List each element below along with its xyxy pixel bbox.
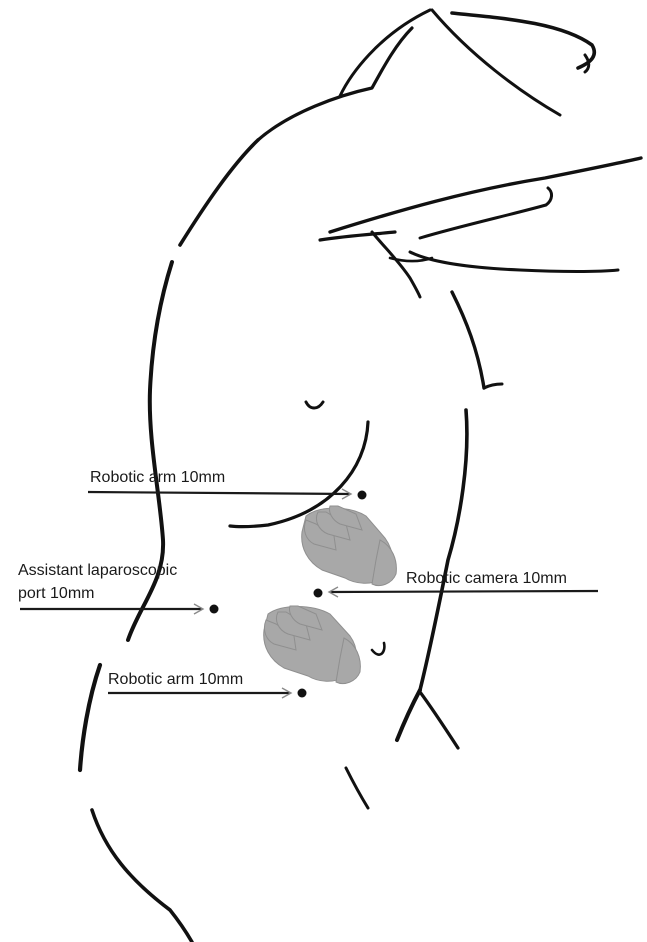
left-flank-upper	[180, 140, 258, 245]
label-robotic-arm-lower: Robotic arm 10mm	[108, 671, 243, 688]
chest-fold-outline	[410, 252, 618, 272]
navel-mark	[372, 643, 384, 655]
left-hip-outline	[92, 810, 192, 942]
right-side-notch	[484, 384, 502, 388]
port-assistant-laparoscopic	[210, 605, 219, 614]
label-robotic-camera: Robotic camera 10mm	[406, 570, 567, 587]
right-side-mid	[420, 410, 467, 690]
upper-arm-outline	[258, 28, 412, 140]
upper-arm-top-outline	[340, 10, 430, 96]
leader-robotic-arm-lower	[108, 688, 291, 698]
label-assistant-port-line1: Assistant laparoscopic	[18, 562, 177, 579]
left-flank-lower	[80, 665, 100, 770]
chest-fold-small	[390, 258, 432, 261]
left-flank-mid	[128, 262, 172, 640]
armpit-outline	[372, 232, 420, 297]
port-robotic-arm-lower	[298, 689, 307, 698]
label-assistant-port-line2: port 10mm	[18, 585, 94, 602]
port-robotic-camera	[314, 589, 323, 598]
nipple-mark	[306, 402, 323, 408]
right-side-upper	[452, 292, 484, 388]
surgeon-hand-lower	[264, 606, 361, 684]
right-leg-crease	[420, 692, 458, 748]
pelvic-line	[346, 768, 368, 808]
port-robotic-arm-upper	[358, 491, 367, 500]
shoulder-top-outline	[452, 13, 594, 68]
right-side-lower	[397, 690, 420, 740]
surgeon-hand-upper	[302, 506, 397, 586]
leader-assistant-port	[20, 604, 203, 614]
leader-robotic-camera	[329, 587, 598, 597]
label-robotic-arm-upper: Robotic arm 10mm	[90, 469, 225, 486]
leader-robotic-arm-upper	[88, 489, 351, 499]
forearm-hand-outline	[420, 188, 552, 238]
